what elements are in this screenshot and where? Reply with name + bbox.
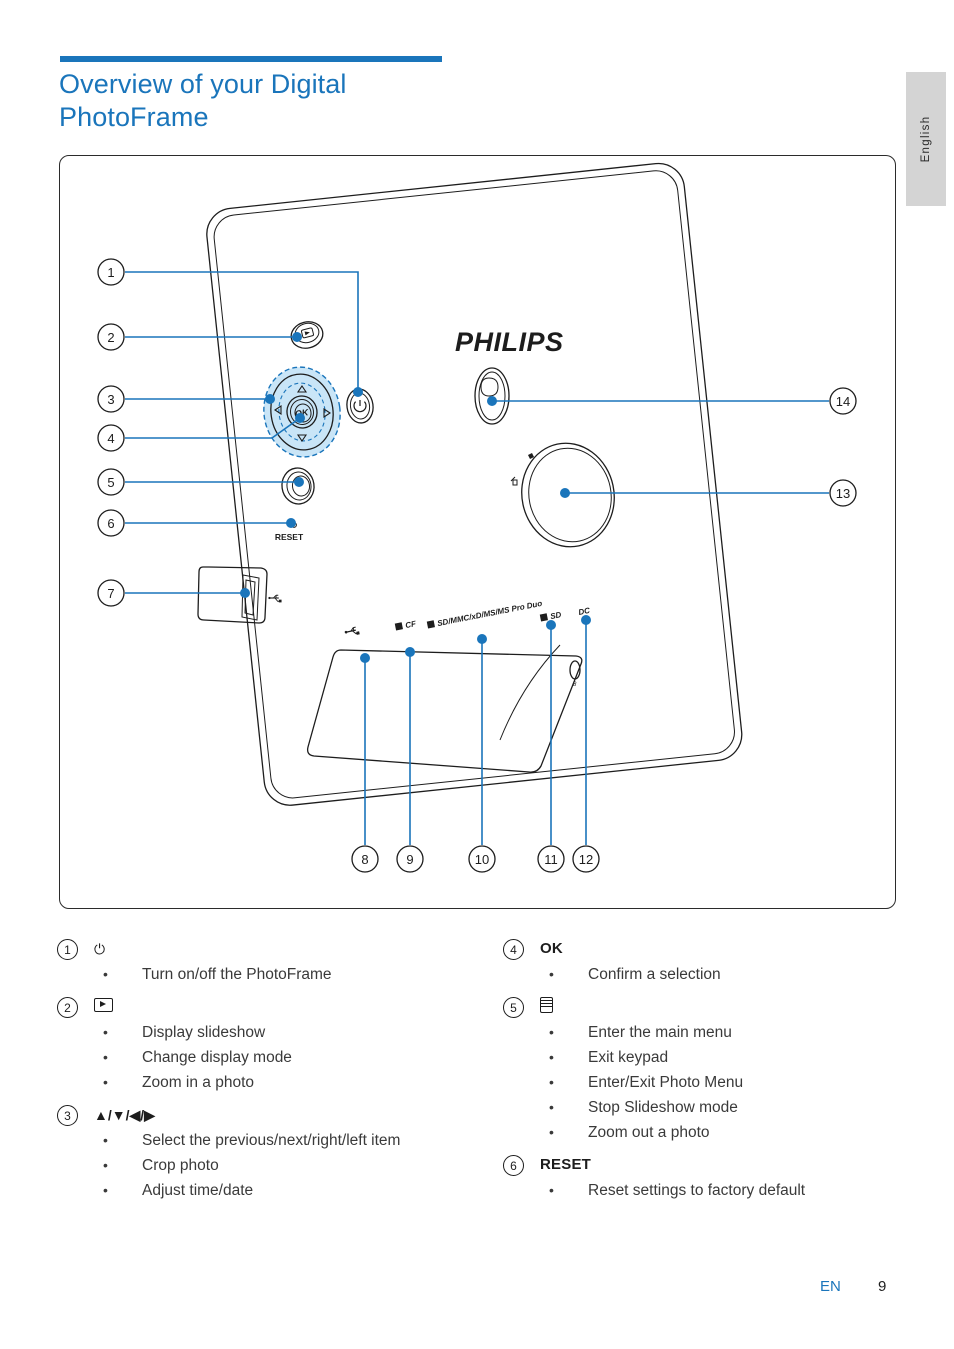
- figure-container: [59, 155, 896, 909]
- legend-bullet-list: Display slideshowChange display modeZoom…: [57, 1020, 487, 1095]
- legend-number-badge: 4: [503, 939, 524, 960]
- legend-bullet: Turn on/off the PhotoFrame: [57, 962, 487, 987]
- page-footer: EN 9: [0, 1278, 954, 1308]
- language-tab-label: English: [920, 115, 932, 163]
- power-icon: ⏻: [94, 941, 106, 957]
- footer-page-number: 9: [878, 1278, 887, 1295]
- legend-bullet: Zoom in a photo: [57, 1070, 487, 1095]
- legend-number-badge: 1: [57, 939, 78, 960]
- header-rule: [60, 56, 442, 62]
- legend-bullet: Change display mode: [57, 1045, 487, 1070]
- legend-label-text: OK: [540, 940, 563, 957]
- menu-icon: [540, 997, 553, 1013]
- legend: 1⏻Turn on/off the PhotoFrame2Display sli…: [0, 938, 954, 1238]
- legend-column-right: 4 OK Confirm a selection 5Enter the main me…: [503, 938, 923, 1212]
- legend-bullet: Select the previous/next/right/left item: [57, 1128, 487, 1153]
- legend-group-label: ▲/▼/◀/▶: [94, 1104, 155, 1127]
- legend-column-left: 1⏻Turn on/off the PhotoFrame2Display sli…: [57, 938, 487, 1212]
- legend-label-text: RESET: [540, 1156, 592, 1173]
- legend-bullet: Adjust time/date: [57, 1178, 487, 1203]
- page-title: Overview of your Digital PhotoFrame: [59, 69, 347, 132]
- legend-group-label: ⏻: [94, 938, 105, 961]
- legend-bullet: Confirm a selection: [503, 962, 923, 987]
- legend-number-badge: 2: [57, 997, 78, 1018]
- legend-bullet: Display slideshow: [57, 1020, 487, 1045]
- footer-language-code: EN: [820, 1278, 841, 1295]
- legend-bullet: Stop Slideshow mode: [503, 1095, 923, 1120]
- legend-group-header: 2: [57, 996, 487, 1020]
- legend-group-header: 4 OK: [503, 938, 923, 962]
- legend-group-label: RESET: [540, 1154, 591, 1176]
- legend-group: 4 OK Confirm a selection: [503, 938, 923, 987]
- legend-bullet: Reset settings to factory default: [503, 1178, 923, 1203]
- legend-group-header: 6 RESET: [503, 1154, 923, 1178]
- legend-group-label: OK: [540, 938, 563, 960]
- legend-group-label: [94, 996, 113, 1018]
- legend-group-header: 1⏻: [57, 938, 487, 962]
- legend-group-label: [540, 996, 553, 1018]
- legend-bullet-list: Enter the main menuExit keypadEnter/Exit…: [503, 1020, 923, 1145]
- legend-bullet: Zoom out a photo: [503, 1120, 923, 1145]
- legend-bullet: Enter/Exit Photo Menu: [503, 1070, 923, 1095]
- legend-number-badge: 5: [503, 997, 524, 1018]
- legend-bullet-list: Turn on/off the PhotoFrame: [57, 962, 487, 987]
- legend-number-badge: 6: [503, 1155, 524, 1176]
- legend-group-header: 5: [503, 996, 923, 1020]
- language-tab: English: [906, 72, 946, 206]
- legend-group: 1⏻Turn on/off the PhotoFrame: [57, 938, 487, 987]
- legend-group: 6 RESET Reset settings to factory default: [503, 1154, 923, 1203]
- legend-bullet-list: Confirm a selection: [503, 962, 923, 987]
- direction-arrows-label: ▲/▼/◀/▶: [94, 1107, 155, 1123]
- legend-group: 2Display slideshowChange display modeZoo…: [57, 996, 487, 1095]
- legend-bullet: Crop photo: [57, 1153, 487, 1178]
- legend-number-badge: 3: [57, 1105, 78, 1126]
- legend-group-header: 3 ▲/▼/◀/▶: [57, 1104, 487, 1128]
- legend-bullet-list: Reset settings to factory default: [503, 1178, 923, 1203]
- legend-bullet-list: Select the previous/next/right/left item…: [57, 1128, 487, 1203]
- slideshow-icon: [94, 998, 113, 1012]
- legend-bullet: Exit keypad: [503, 1045, 923, 1070]
- legend-group: 5Enter the main menuExit keypadEnter/Exi…: [503, 996, 923, 1145]
- legend-group: 3 ▲/▼/◀/▶ Select the previous/next/right/l…: [57, 1104, 487, 1203]
- legend-bullet: Enter the main menu: [503, 1020, 923, 1045]
